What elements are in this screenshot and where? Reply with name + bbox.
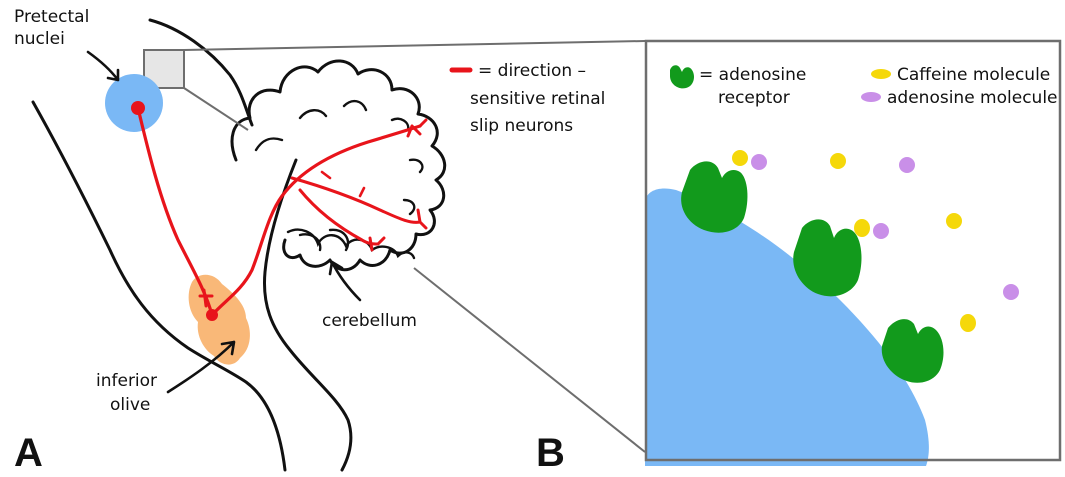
adenosine-legend-swatch: [861, 92, 881, 102]
neuron-branch-twig: [322, 172, 364, 196]
cerebellum-label: cerebellum: [322, 311, 417, 331]
caffeine-molecule-3: [854, 219, 870, 237]
zoom-line-upper: [184, 41, 645, 50]
caffeine-molecule-4: [946, 213, 962, 229]
inferior-olive-label-line1: inferior: [96, 371, 157, 391]
neuron-legend-line3: slip neurons: [470, 116, 573, 136]
caffeine-molecule-5: [960, 314, 976, 332]
caffeine-legend-swatch: [871, 69, 891, 79]
adenosine-legend-label: adenosine molecule: [887, 88, 1058, 108]
panel-a: Pretectal nuclei cerebellum inferior oli…: [14, 7, 645, 475]
adenosine-molecule-2: [899, 157, 915, 173]
pretectal-label-line1: Pretectal: [14, 7, 89, 27]
zoom-line-lower: [184, 88, 248, 130]
receptor-legend-line1: = adenosine: [699, 65, 806, 85]
neuron-legend-line1: = direction –: [478, 61, 586, 81]
zoom-line-b: [414, 268, 645, 452]
neuron-legend-line2: sensitive retinal: [470, 89, 605, 109]
pretectal-label-line2: nuclei: [14, 29, 65, 49]
adenosine-molecule-1: [751, 154, 767, 170]
receptor-legend-swatch: [670, 65, 694, 88]
caffeine-molecule-1: [732, 150, 748, 166]
panel-b-letter: B: [536, 431, 565, 475]
adenosine-molecule-3: [873, 223, 889, 239]
caffeine-legend-label: Caffeine molecule: [897, 65, 1050, 85]
brainstem-outline-left: [33, 102, 285, 470]
neuron-olive-to-cerebellum: [212, 126, 420, 315]
panel-a-letter: A: [14, 431, 43, 475]
adenosine-molecule-4: [1003, 284, 1019, 300]
neuron-pretectal-to-olive: [138, 108, 212, 315]
inferior-olive-label-line2: olive: [110, 395, 150, 415]
receptor-legend-line2: receptor: [718, 88, 790, 108]
pretectal-arrow: [88, 52, 118, 80]
caffeine-molecule-2: [830, 153, 846, 169]
